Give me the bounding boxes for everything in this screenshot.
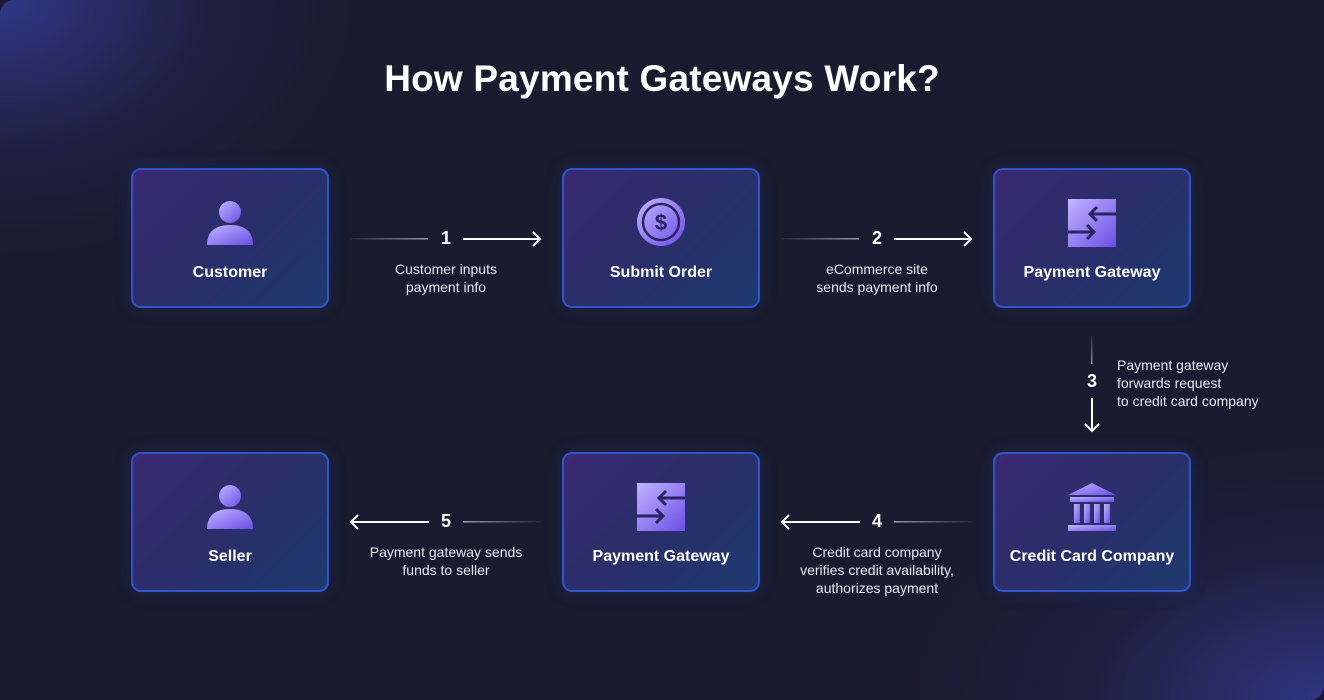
step-description-line: verifies credit availability, [800,562,954,578]
arrow-left-icon [780,514,972,530]
node-label: Seller [208,548,252,565]
node-label: Customer [192,264,268,281]
node-seller: Seller [131,452,329,592]
step-description-line: to credit card company [1117,393,1259,409]
connector-step-3: 3 [1080,336,1104,434]
node-label: Credit Card Company [1009,548,1175,565]
arrow-right-icon [350,231,542,247]
step-number: 1 [440,228,451,248]
arrow-right-icon [781,231,973,247]
step-description-line: funds to seller [402,562,490,578]
user-icon [207,485,253,529]
step-number: 5 [440,511,451,531]
node-label: Submit Order [609,264,713,281]
arrow-down-icon [1084,336,1100,433]
step-number: 4 [871,511,882,531]
node-customer: Customer [131,168,329,308]
step-number: 2 [871,228,882,248]
connector-step-1: 1 [350,228,545,248]
connector-step-2: 2 [781,228,976,248]
node-label: Payment Gateway [592,548,730,565]
step-3-description: Payment gateway forwards request to cred… [1117,356,1317,410]
node-payment-gateway-2: Payment Gateway [562,452,760,592]
svg-text:$: $ [655,210,667,235]
step-description-line: authorizes payment [815,580,939,596]
connector-step-5: 5 [347,511,543,531]
node-label: Payment Gateway [1023,264,1161,281]
step-description-line: Payment gateway sends [369,544,523,560]
dollar-coin-icon: $ [637,198,685,246]
node-payment-gateway: Payment Gateway [993,168,1191,308]
step-description-line: forwards request [1117,375,1222,391]
step-description-line: Customer inputs [395,261,497,277]
step-1-description: Customer inputs payment info [346,260,546,296]
step-description-line: Credit card company [812,544,942,560]
bank-icon [1068,483,1116,531]
step-2-description: eCommerce site sends payment info [777,260,977,296]
diagram-title: How Payment Gateways Work? [384,58,940,99]
step-description-line: eCommerce site [826,261,928,277]
node-submit-order: $ Submit Order [562,168,760,308]
step-description-line: payment info [405,279,487,295]
step-number: 3 [1086,371,1097,391]
user-icon [207,201,253,245]
step-description-line: sends payment info [816,279,938,295]
node-credit-card-company: Credit Card Company [993,452,1191,592]
connector-step-4: 4 [778,511,974,531]
exchange-arrows-icon [637,483,685,531]
step-description-line: Payment gateway [1117,357,1229,373]
arrow-left-icon [349,514,541,530]
step-4-description: Credit card company verifies credit avai… [770,543,984,597]
step-5-description: Payment gateway sends funds to seller [346,543,546,579]
exchange-arrows-icon [1068,199,1116,247]
